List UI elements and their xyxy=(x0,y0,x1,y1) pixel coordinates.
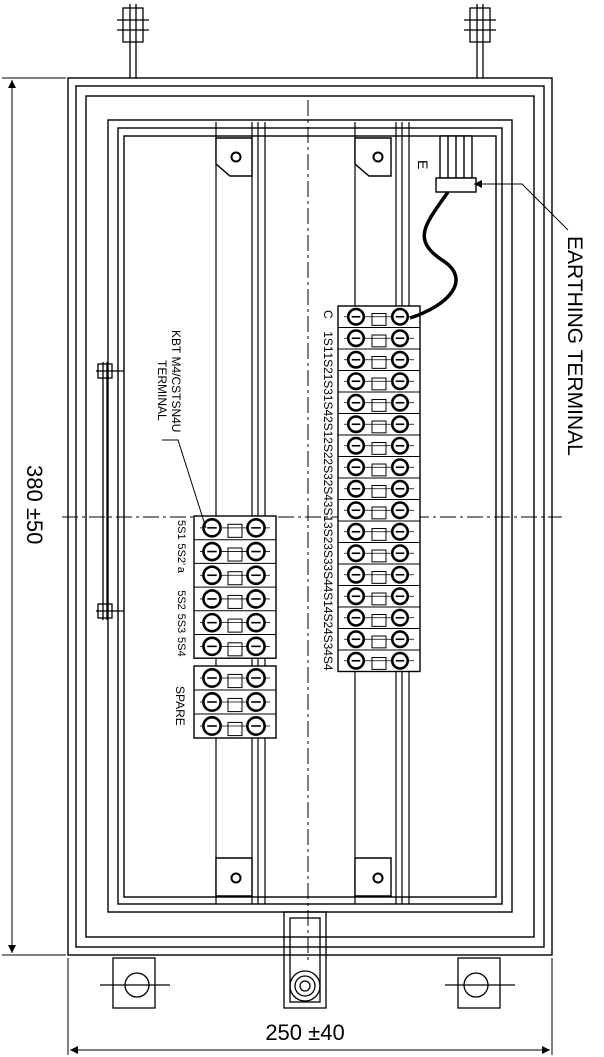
width-dimension xyxy=(67,958,553,1055)
left-terminal-row xyxy=(194,610,276,633)
right-terminal-label: 1S3 xyxy=(321,374,335,396)
width-dimension-label: 250 ±40 xyxy=(265,1020,344,1045)
right-terminal-row xyxy=(338,391,420,412)
right-terminal-label: 2S3 xyxy=(321,458,335,480)
right-terminal-label: 1S1 xyxy=(321,331,335,353)
bottom-gland xyxy=(283,911,327,1009)
spare-terminal-row xyxy=(194,665,276,689)
right-terminal-label: 2S1 xyxy=(321,416,335,438)
right-terminal-row xyxy=(338,542,420,563)
spare-terminal-row xyxy=(194,689,276,713)
kbt-label-line2: TERMINAL xyxy=(155,360,169,421)
bottom-lug-left xyxy=(100,957,170,1009)
left-terminal-label: 5S2 xyxy=(175,590,187,610)
right-terminal-row xyxy=(338,370,420,391)
right-terminal-label: 4S3 xyxy=(321,628,335,650)
right-terminal-label: 3S3 xyxy=(321,543,335,565)
spare-terminal-row xyxy=(194,713,276,737)
earthing-terminal xyxy=(435,135,477,193)
right-terminal-row xyxy=(338,327,420,348)
spare-label: SPARE xyxy=(173,686,187,726)
door-hinge xyxy=(96,362,124,620)
right-terminal-label: 2S4 xyxy=(321,480,335,502)
right-terminal-row xyxy=(338,456,420,477)
earth-mark: E xyxy=(415,160,431,169)
center-lines xyxy=(62,100,562,960)
left-terminal-row xyxy=(194,562,276,586)
right-terminal-row xyxy=(338,563,420,584)
right-terminal-row xyxy=(338,348,420,369)
left-terminal-label: 5S2' xyxy=(175,543,187,565)
earthing-terminal-label: EARTHING TERMINAL xyxy=(563,236,586,456)
right-terminal-row xyxy=(338,628,420,649)
right-terminal-label: 1S4 xyxy=(321,395,335,417)
left-terminal-label: a xyxy=(175,567,187,574)
left-terminal-row xyxy=(194,515,276,538)
top-lug-right xyxy=(464,4,496,78)
right-terminal-row xyxy=(338,585,420,606)
kbt-label-line1: KBT M4/CSTSN4U xyxy=(169,330,183,432)
right-terminal-label: 3S1 xyxy=(321,501,335,523)
bottom-lug-right xyxy=(445,957,515,1009)
left-terminal-label: 5S4 xyxy=(175,637,187,657)
left-terminal-row xyxy=(194,539,276,562)
spare-terminal-block xyxy=(193,665,277,739)
right-terminal-label: 4S4 xyxy=(321,649,335,671)
earth-wire xyxy=(409,190,458,320)
right-terminal-label: C xyxy=(321,310,335,319)
right-terminal-label: 4S2 xyxy=(321,607,335,629)
right-terminal-label: 4S1 xyxy=(321,586,335,608)
left-terminal-label: 5S3 xyxy=(175,614,187,634)
height-dimension-label: 380 ±50 xyxy=(22,465,47,544)
mounting-brackets xyxy=(215,137,392,897)
kbt-leader xyxy=(162,439,207,529)
left-terminal-block xyxy=(193,515,277,659)
right-terminal-row xyxy=(338,434,420,455)
right-terminal-label: 1S2 xyxy=(321,352,335,374)
right-terminal-block xyxy=(337,305,421,673)
right-terminal-row xyxy=(338,305,420,326)
right-terminal-row xyxy=(338,606,420,627)
right-terminal-row xyxy=(338,520,420,541)
top-lug-left xyxy=(117,4,149,78)
left-terminal-label: 5S1 xyxy=(175,520,187,540)
earthing-leader xyxy=(474,180,569,231)
right-terminal-label: 2S2 xyxy=(321,437,335,459)
right-terminal-row xyxy=(338,413,420,434)
right-terminal-label: 3S4 xyxy=(321,564,335,586)
right-terminal-row xyxy=(338,499,420,520)
bracket-screws xyxy=(230,151,384,884)
right-terminal-label: 3S2 xyxy=(321,522,335,544)
right-terminal-row xyxy=(338,477,420,498)
left-terminal-row xyxy=(194,634,276,657)
right-terminal-row xyxy=(338,649,420,670)
height-dimension xyxy=(2,77,66,956)
left-terminal-row xyxy=(194,586,276,609)
